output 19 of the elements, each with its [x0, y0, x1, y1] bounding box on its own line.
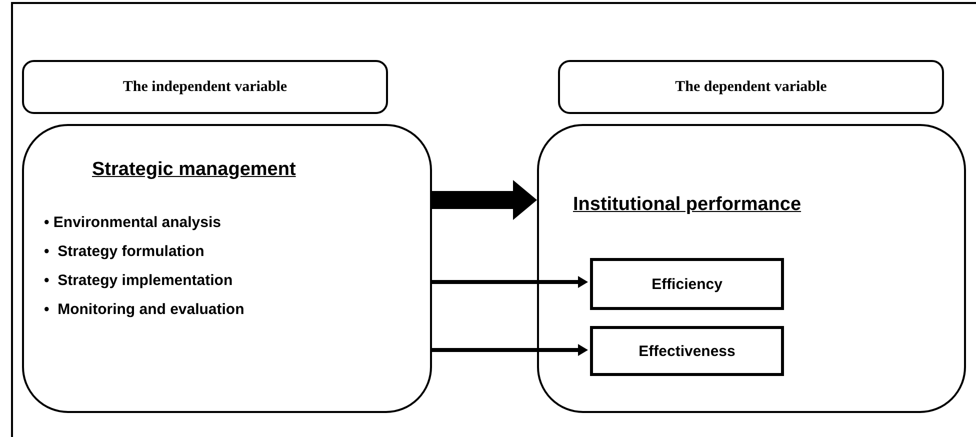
rounded-box — [22, 124, 432, 413]
process-box — [590, 258, 784, 310]
arrow — [432, 180, 537, 220]
box-heading: Strategic management — [92, 159, 296, 181]
variable-label-box — [558, 60, 944, 114]
box-heading: Institutional performance — [573, 194, 802, 216]
process-box — [590, 326, 784, 376]
arrow — [432, 276, 588, 288]
node-label: Effectiveness — [638, 342, 736, 360]
node-label: Efficiency — [652, 276, 722, 292]
list-item: • Monitoring and evaluation — [44, 301, 244, 318]
list-item: • Strategy formulation — [44, 243, 206, 260]
rounded-box — [537, 124, 966, 413]
node-label: The independent variable — [122, 78, 288, 96]
list-item: • Environmental analysis — [44, 214, 222, 231]
list-item: • Strategy implementation — [44, 272, 234, 289]
variable-label-box — [22, 60, 388, 114]
node-label: The dependent variable — [675, 78, 827, 96]
arrow — [432, 344, 588, 356]
